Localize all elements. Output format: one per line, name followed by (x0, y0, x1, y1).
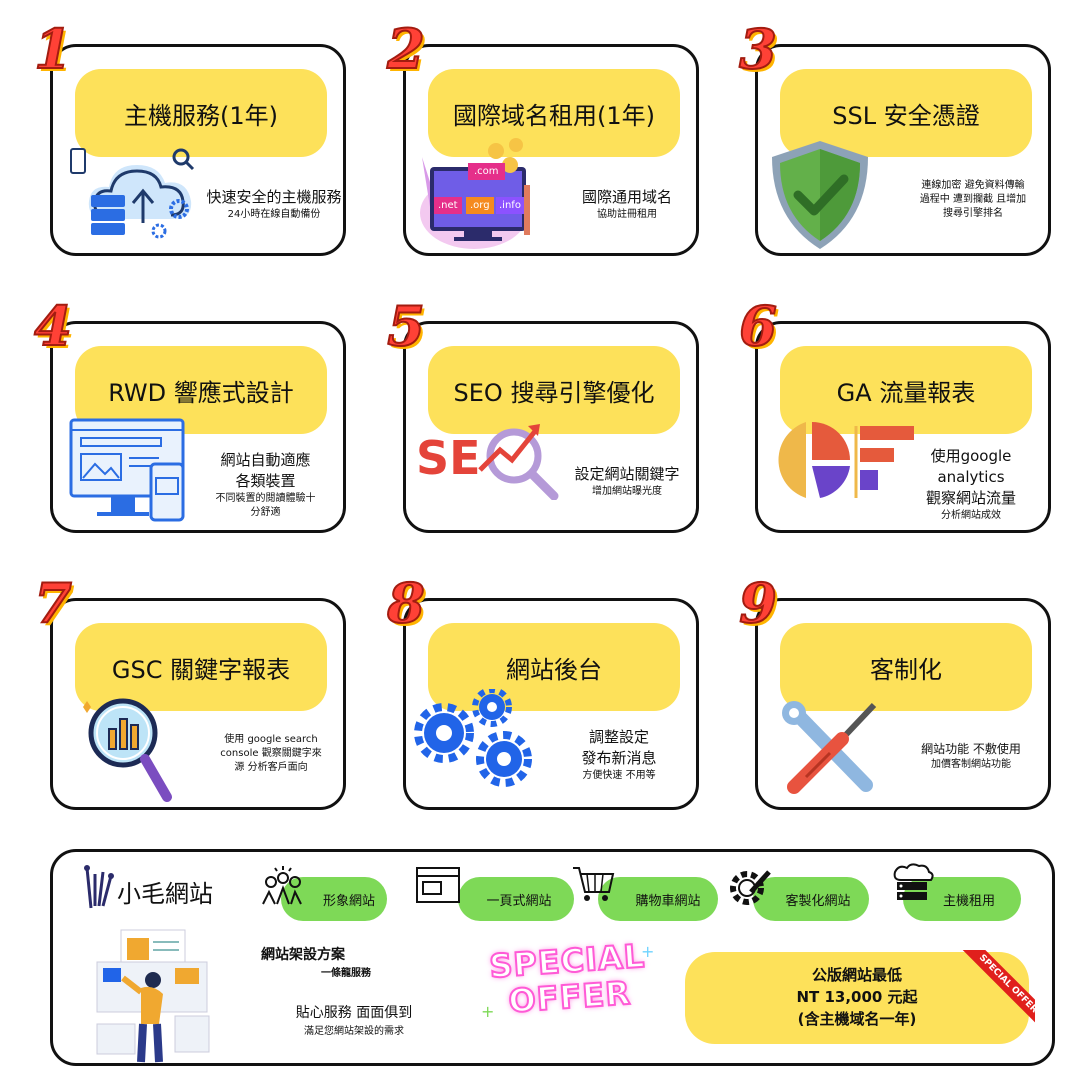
plan-title: 網站架設方案 (261, 947, 345, 963)
brand-name: 小毛網站 (117, 880, 213, 908)
card-title: 客制化 (780, 623, 1032, 711)
care-block: 貼心服務 面面俱到 滿足您網站架設的需求 (269, 1002, 439, 1037)
shield-check-icon (772, 141, 868, 249)
card-number: 9 (738, 571, 778, 635)
card-description: 國際通用域名 協助註冊租用 (581, 188, 672, 220)
card-rwd: RWD 響應式設計 網站自動適應 各類裝置 不同裝置的閱讀體驗十 分舒適 4 (33, 295, 346, 533)
card-ga: GA 流量報表 使用google analytics 觀察網站流量 分析網站成效… (738, 295, 1051, 533)
gear-pencil-icon (730, 870, 771, 905)
card-description: 連線加密 避免資料傳輸 過程中 遭到攔截 且增加 搜尋引擎排名 (919, 180, 1027, 219)
magnifier-chart-icon (83, 698, 172, 802)
price-line-3: (含主機域名一年) (797, 1010, 917, 1028)
card-title: GA 流量報表 (780, 346, 1032, 434)
wrench-screwdriver-icon (782, 701, 877, 794)
card-gsc: GSC 關鍵字報表 使用 google search console 觀察關鍵字… (33, 572, 346, 810)
pencil-logo-icon (84, 865, 114, 909)
card-number: 4 (33, 294, 73, 358)
service-onepage-site[interactable]: 一頁式網站 (458, 877, 574, 921)
sparkle-icon: + (641, 942, 655, 961)
care-title: 貼心服務 面面俱到 (295, 1005, 413, 1021)
gears-icon (414, 689, 532, 787)
responsive-devices-icon (69, 418, 185, 522)
web-designer-illustration (96, 929, 210, 1063)
price-box: 公版網站最低 NT 13,000 元起 (含主機域名一年) (685, 952, 1029, 1044)
domain-label-com: .com (468, 163, 505, 180)
card-title: SEO 搜尋引擎優化 (428, 346, 680, 434)
plan-block: 網站架設方案 一條龍服務 (261, 944, 371, 979)
domain-monitor-icon: .com .net .org .info (416, 137, 546, 252)
card-seo: SEO 搜尋引擎優化 SE 設定網站關鍵字 增加網站曝光度 5 (386, 295, 699, 533)
card-number: 2 (386, 17, 426, 81)
domain-label-info: .info (496, 197, 524, 214)
browser-icon (416, 867, 460, 903)
card-description: 使用 google search console 觀察關鍵字來 源 分析客戶面向 (220, 734, 322, 773)
card-number: 5 (386, 294, 426, 358)
card-description: 快速安全的主機服務 24小時在線自動備份 (206, 188, 342, 220)
card-number: 6 (738, 294, 778, 358)
card-title: 國際域名租用(1年) (428, 69, 680, 157)
special-offer-ribbon: SPECIAL OFFER (949, 950, 1035, 1036)
card-backend: 網站後台 調整設定 發布新消息 方便快速 不用等 8 (386, 572, 699, 810)
cloud-server-icon (70, 148, 195, 239)
cloud-server-small-icon (893, 863, 934, 900)
card-description: 設定網站關鍵字 增加網站曝光度 (574, 465, 680, 497)
seo-magnifier-icon: SE (416, 424, 559, 500)
card-custom: 客制化 網站功能 不敷使用 加價客制網站功能 9 (738, 572, 1051, 810)
card-title: 主機服務(1年) (75, 69, 327, 157)
brand-logo: 小毛網站 (81, 864, 231, 914)
domain-label-org: .org (466, 197, 494, 214)
service-shop-site[interactable]: 購物車網站 (598, 877, 718, 921)
cart-icon (573, 867, 615, 901)
team-icon (262, 866, 302, 905)
service-custom-site[interactable]: 客製化網站 (753, 877, 869, 921)
card-description: 網站自動適應 各類裝置 不同裝置的閱讀體驗十 分舒適 (215, 451, 316, 518)
card-domain: 國際域名租用(1年) .com .net .org .info 國際通用域名 協… (386, 18, 699, 256)
card-title: RWD 響應式設計 (75, 346, 327, 434)
card-title: GSC 關鍵字報表 (75, 623, 327, 711)
card-description: 網站功能 不敷使用 加價客制網站功能 (921, 742, 1021, 770)
card-title: SSL 安全憑證 (780, 69, 1032, 157)
card-ssl: SSL 安全憑證 連線加密 避免資料傳輸 過程中 遭到攔截 且增加 搜尋引擎排名… (738, 18, 1051, 256)
pie-chart-icon (778, 422, 914, 498)
offer-panel: 小毛網站 形象網站 一頁式網站 購物車網站 客製化網站 主機租用 (50, 849, 1055, 1066)
price-line-1: 公版網站最低 (811, 966, 902, 984)
plan-subtitle: 一條龍服務 (321, 968, 371, 979)
card-title: 網站後台 (428, 623, 680, 711)
care-subtitle: 滿足您網站架設的需求 (304, 1026, 404, 1037)
domain-label-net: .net (434, 197, 462, 214)
card-number: 3 (738, 17, 778, 81)
card-description: 調整設定 發布新消息 方便快速 不用等 (581, 728, 657, 781)
card-description: 使用google analytics 觀察網站流量 分析網站成效 (925, 447, 1016, 521)
special-offer-neon: SPECIAL OFFER (476, 936, 662, 1038)
card-hosting: 主機服務(1年) 快速安全的主機服務 24小時在線自動備份 1 (33, 18, 346, 256)
card-number: 8 (386, 571, 426, 635)
card-number: 1 (33, 17, 73, 81)
price-line-2: NT 13,000 元起 (796, 988, 918, 1006)
svg-text:SE: SE (416, 431, 481, 485)
sparkle-icon: + (481, 1002, 495, 1021)
card-number: 7 (33, 571, 73, 635)
